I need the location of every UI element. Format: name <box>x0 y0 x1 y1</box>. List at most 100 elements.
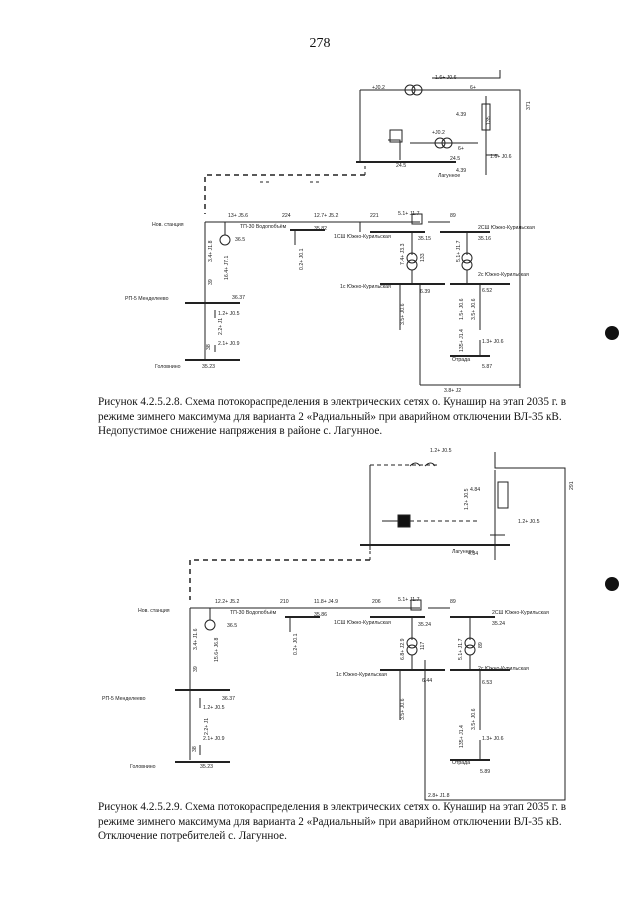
node-label: ТП-30 Водопобъём <box>240 224 287 230</box>
node-label: Нов. станция <box>138 608 170 614</box>
node-label: Головнино <box>130 764 156 770</box>
flow-label: 224 <box>282 213 291 219</box>
flow-label: 1.3+ J0.6 <box>482 736 504 742</box>
voltage-label: 36.37 <box>222 696 235 702</box>
flow-label: 2.2+ J1 <box>218 318 224 335</box>
flow-label: 2.1+ J0.9 <box>203 736 225 742</box>
flow-label: 3.5+ J0.6 <box>471 708 477 730</box>
flow-label: 1.2+ J0.5 <box>218 311 240 317</box>
node-label: Лагунное <box>452 549 474 555</box>
flow-label: 11.8+ J4.9 <box>314 599 338 605</box>
punch-hole-dot <box>605 326 619 340</box>
flow-label: 135 <box>486 116 492 125</box>
node-label: Головнино <box>155 364 181 370</box>
flow-label: 3.4+ J1.6 <box>193 628 199 650</box>
node-label: 1СШ Южно-Курильская <box>334 620 391 626</box>
flow-label: 1.6+ J0.6 <box>490 154 512 160</box>
voltage-label: 35.23 <box>200 764 213 770</box>
voltage-label: 35.23 <box>202 364 215 370</box>
flow-label: 2.1+ J0.9 <box>218 341 240 347</box>
flow-label: 2.2+ J1 <box>204 718 210 735</box>
flow-label: 89 <box>450 599 456 605</box>
flow-label: 39 <box>208 279 214 285</box>
node-label: РП-5 Менделеево <box>125 296 169 302</box>
flow-label: 1.3+ J0.6 <box>482 339 504 345</box>
flow-label: 1.2+ J0.5 <box>518 519 540 525</box>
node-label: Нов. станция <box>152 222 184 228</box>
voltage-label: 6.39 <box>420 289 430 295</box>
voltage-label: 36.5 <box>235 237 245 243</box>
flow-label: +J0.2 <box>372 85 385 91</box>
flow-label: 1.5+ J0.6 <box>459 298 465 320</box>
flow-label: 1.2+ J0.5 <box>464 488 470 510</box>
flow-label: 3.5+ J0.6 <box>471 298 477 320</box>
flow-label: 7.4+ J3.3 <box>400 243 406 265</box>
flow-label: 2.8+ J1.8 <box>428 793 450 799</box>
flow-label: 135+ J1.4 <box>459 329 465 352</box>
node-label: Лагунное <box>438 173 460 179</box>
voltage-label: 35.82 <box>314 226 327 232</box>
flow-label: 6+ <box>458 146 464 152</box>
voltage-label: 6.52 <box>482 288 492 294</box>
figure-caption-2: Рисунок 4.2.5.2.9. Схема потокораспредел… <box>98 801 566 842</box>
flow-label: 12.2+ J5.2 <box>215 599 239 605</box>
flow-label: 1.6+ J0.6 <box>435 75 457 81</box>
node-label: 2СШ Южно-Курильская <box>478 225 535 231</box>
node-label: 2с Южно-Курильская <box>478 272 529 278</box>
voltage-label: 35.86 <box>314 612 327 618</box>
flow-label: 221 <box>370 213 379 219</box>
flow-label: 1.2+ J0.5 <box>430 448 452 454</box>
node-label: РП-5 Менделеево <box>102 696 146 702</box>
flow-label: 5.1+ J1.7 <box>458 638 464 660</box>
flow-label: 5.1+ J1.7 <box>398 597 420 603</box>
voltage-label: 5.89 <box>480 769 490 775</box>
flow-label: 39 <box>193 666 199 672</box>
voltage-label: 6.53 <box>482 680 492 686</box>
voltage-label: 6.44 <box>422 678 432 684</box>
voltage-label: 24.5 <box>396 163 406 169</box>
flow-label: +J0.2 <box>432 130 445 136</box>
flow-label: 6.8+ J2.9 <box>400 638 406 660</box>
flow-label: 5.1+ J1.7 <box>398 211 420 217</box>
voltage-label: 4.39 <box>456 112 466 118</box>
flow-label: 0.2+ J0.1 <box>299 248 305 270</box>
voltage-label: 35.15 <box>418 236 431 242</box>
node-label: 2с Южно-Курильская <box>478 666 529 672</box>
voltage-label: 36.37 <box>232 295 245 301</box>
flow-label: 38 <box>206 344 212 350</box>
punch-hole-dot <box>605 577 619 591</box>
node-label: ТП-30 Водопобъём <box>230 610 277 616</box>
flow-label: 371 <box>526 101 532 110</box>
flow-label: 3.5+ J0.6 <box>400 303 406 325</box>
voltage-label: 4.84 <box>468 551 478 557</box>
page-number: 278 <box>309 36 331 51</box>
node-label: Отрада <box>452 760 470 766</box>
figure-caption-1: Рисунок 4.2.5.2.8. Схема потокораспредел… <box>98 396 566 437</box>
voltage-label: 4.39 <box>456 168 466 174</box>
flow-label: 291 <box>569 481 575 490</box>
node-label: 2СШ Южно-Курильская <box>492 610 549 616</box>
voltage-label: 36.5 <box>227 623 237 629</box>
voltage-label: 4.84 <box>470 487 480 493</box>
flow-label: 3.5+ J0.6 <box>400 698 406 720</box>
flow-label: 16.4+ J7.1 <box>224 256 230 280</box>
node-label: 1с Южно-Курильская <box>340 284 391 290</box>
flow-label: 38 <box>192 746 198 752</box>
flow-label: 0.2+ J0.1 <box>293 633 299 655</box>
node-label: 1СШ Южно-Курильская <box>334 234 391 240</box>
flow-label: 3.8+ J2 <box>444 388 461 394</box>
flow-label: 15.6+ J6.8 <box>214 638 220 662</box>
flow-label: 133 <box>420 253 426 262</box>
flow-label: 89 <box>478 642 484 648</box>
flow-label: 117 <box>420 642 426 650</box>
flow-label: 210 <box>280 599 289 605</box>
node-label: Отрада <box>452 357 470 363</box>
voltage-label: 35.16 <box>478 236 491 242</box>
flow-label: 89 <box>450 213 456 219</box>
flow-label: 3.4+ J1.8 <box>208 240 214 262</box>
voltage-label: 24.5 <box>450 156 460 162</box>
node-label: 1с Южно-Курильская <box>336 672 387 678</box>
flow-label: 1.2+ J0.5 <box>203 705 225 711</box>
voltage-label: 35.24 <box>492 621 505 627</box>
